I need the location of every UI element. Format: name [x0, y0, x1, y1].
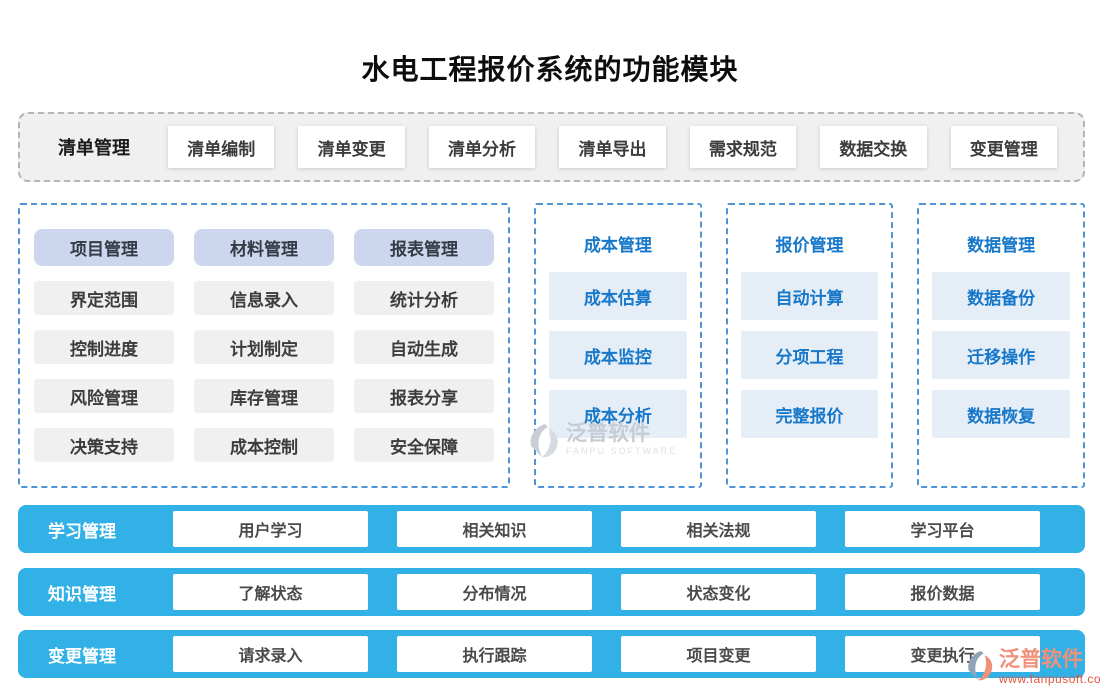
module-box[interactable]: 统计分析	[354, 281, 494, 315]
module-box[interactable]: 控制进度	[34, 330, 174, 364]
page-title: 水电工程报价系统的功能模块	[361, 54, 739, 85]
middle-section: 项目管理 界定范围 控制进度 风险管理 决策支持 材料管理 信息录入 计划制定 …	[18, 203, 1086, 488]
module-box[interactable]: 相关知识	[397, 511, 592, 547]
module-box[interactable]: 请求录入	[173, 636, 368, 672]
module-box-requirement[interactable]: 需求规范	[689, 126, 797, 168]
module-box[interactable]: 迁移操作	[932, 331, 1071, 379]
module-box[interactable]: 风险管理	[34, 379, 174, 413]
knowledge-management-bar: 知识管理 了解状态 分布情况 状态变化 报价数据	[18, 568, 1085, 616]
module-box[interactable]: 状态变化	[621, 574, 816, 610]
module-box-list-export[interactable]: 清单导出	[559, 126, 666, 168]
report-management-column: 报表管理 统计分析 自动生成 报表分享 安全保障	[354, 229, 494, 486]
watermark-corner-url: www.fanpusoft.com	[999, 672, 1100, 686]
module-box[interactable]: 成本监控	[549, 331, 687, 379]
cost-management-panel: 成本管理 成本估算 成本监控 成本分析	[534, 203, 702, 488]
module-box[interactable]: 界定范围	[34, 281, 174, 315]
module-box[interactable]: 安全保障	[354, 428, 494, 462]
module-box[interactable]: 相关法规	[621, 511, 816, 547]
data-management-title: 数据管理	[967, 236, 1036, 255]
material-management-header[interactable]: 材料管理	[194, 229, 334, 266]
learning-management-label: 学习管理	[48, 521, 116, 541]
project-management-column: 项目管理 界定范围 控制进度 风险管理 决策支持	[34, 229, 174, 486]
fanpu-logo-icon	[966, 648, 996, 689]
knowledge-management-label: 知识管理	[48, 584, 116, 604]
module-box[interactable]: 用户学习	[173, 511, 368, 547]
module-box[interactable]: 变更执行	[845, 636, 1040, 672]
module-box[interactable]: 报价数据	[845, 574, 1040, 610]
module-box[interactable]: 分布情况	[397, 574, 592, 610]
module-box[interactable]: 自动计算	[740, 272, 879, 320]
report-management-header[interactable]: 报表管理	[354, 229, 494, 266]
module-box[interactable]: 完整报价	[740, 390, 879, 438]
list-management-row: 清单管理 清单编制 清单变更 清单分析 清单导出 需求规范 数据交换 变更管理	[18, 112, 1085, 182]
quote-management-panel: 报价管理 自动计算 分项工程 完整报价	[725, 203, 894, 488]
module-box-list-compile[interactable]: 清单编制	[168, 126, 275, 168]
module-box[interactable]: 报表分享	[354, 379, 494, 413]
management-panel: 项目管理 界定范围 控制进度 风险管理 决策支持 材料管理 信息录入 计划制定 …	[18, 203, 510, 488]
module-box[interactable]: 成本控制	[194, 428, 334, 462]
module-box[interactable]: 决策支持	[34, 428, 174, 462]
watermark-corner-name: 泛普软件	[999, 648, 1083, 671]
module-box[interactable]: 成本分析	[549, 390, 687, 438]
module-box[interactable]: 成本估算	[549, 272, 687, 320]
module-box[interactable]: 执行跟踪	[397, 636, 592, 672]
module-box-data-exchange[interactable]: 数据交换	[820, 126, 927, 168]
module-box-change-mgmt[interactable]: 变更管理	[950, 126, 1057, 168]
module-box[interactable]: 自动生成	[354, 330, 494, 364]
module-box[interactable]: 了解状态	[173, 574, 368, 610]
change-management-label: 变更管理	[48, 646, 116, 666]
change-management-bar: 变更管理 请求录入 执行跟踪 项目变更 变更执行	[18, 630, 1085, 678]
data-management-panel: 数据管理 数据备份 迁移操作 数据恢复	[917, 203, 1086, 488]
list-management-label: 清单管理	[58, 138, 130, 158]
material-management-column: 材料管理 信息录入 计划制定 库存管理 成本控制	[194, 229, 334, 486]
module-box[interactable]: 项目变更	[621, 636, 816, 672]
quote-management-title: 报价管理	[775, 236, 844, 255]
module-box[interactable]: 分项工程	[740, 331, 879, 379]
module-box[interactable]: 库存管理	[194, 379, 334, 413]
module-box[interactable]: 数据恢复	[932, 390, 1071, 438]
watermark-corner: 泛普软件 www.fanpusoft.com	[966, 648, 1100, 689]
module-box[interactable]: 计划制定	[194, 330, 334, 364]
module-box[interactable]: 信息录入	[194, 281, 334, 315]
module-box[interactable]: 学习平台	[845, 511, 1040, 547]
cost-management-title: 成本管理	[583, 236, 652, 255]
module-box-list-change[interactable]: 清单变更	[298, 126, 405, 168]
learning-management-bar: 学习管理 用户学习 相关知识 相关法规 学习平台	[18, 505, 1085, 553]
project-management-header[interactable]: 项目管理	[34, 229, 174, 266]
module-box[interactable]: 数据备份	[932, 272, 1071, 320]
module-box-list-analyze[interactable]: 清单分析	[428, 126, 536, 168]
